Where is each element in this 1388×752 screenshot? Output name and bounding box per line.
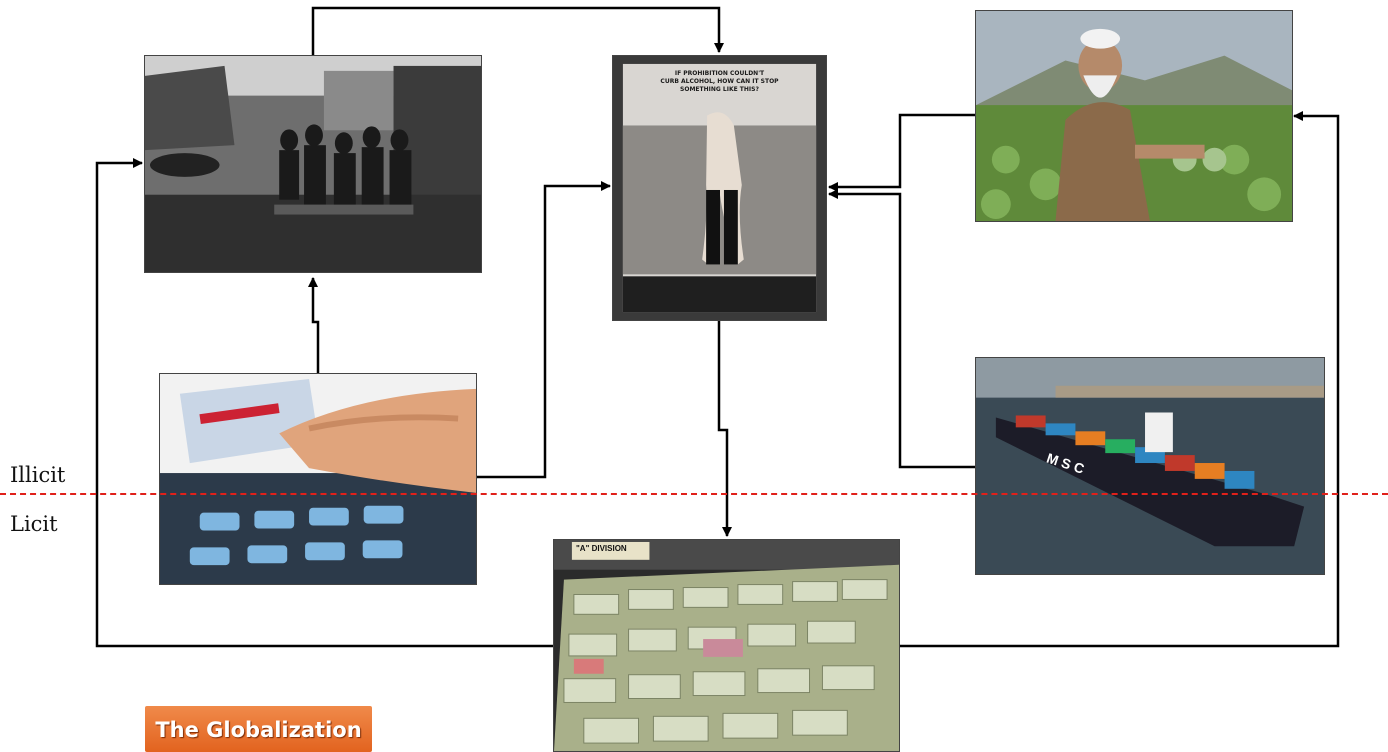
illicit-licit-boundary-line: [0, 493, 1388, 495]
cash-stacks-photo: "A" DIVISION: [553, 539, 900, 752]
licit-label: Licit: [10, 512, 58, 536]
illicit-label: Illicit: [10, 463, 66, 487]
container-ship-photo: M S C: [975, 357, 1325, 575]
arrow-poster-to-cash: [717, 321, 732, 537]
cash-division-sign: "A" DIVISION: [576, 544, 627, 553]
poster-headline-1: IF PROHIBITION COULDN'T: [674, 70, 765, 77]
arrow-trafficking-to-poster: [311, 6, 724, 55]
trafficking-photo: [144, 55, 482, 273]
poppy-farmer-photo: [975, 10, 1293, 222]
arrow-cash-to-trafficking: [95, 158, 553, 648]
arrow-card-to-poster: [477, 181, 611, 479]
arrow-poppy-to-poster: [828, 113, 975, 192]
arrow-cash-to-poppy: [900, 111, 1340, 648]
poster-headline-3: SOMETHING LIKE THIS?: [680, 86, 759, 93]
arrow-ship-to-poster: [828, 189, 975, 469]
poster-headline-2: CURB ALCOHOL, HOW CAN IT STOP: [660, 78, 779, 85]
prohibition-poster: IF PROHIBITION COULDN'T CURB ALCOHOL, HO…: [612, 55, 827, 321]
credit-card-photo: [159, 373, 477, 585]
logo-text: The Globalization: [155, 718, 362, 742]
globalization-logo: The Globalization: [145, 706, 372, 752]
arrow-card-to-trafficking: [308, 277, 320, 373]
